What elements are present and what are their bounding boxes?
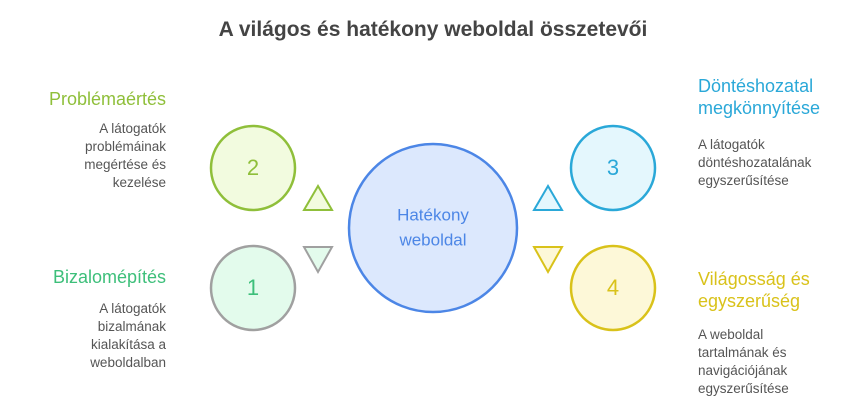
heading-text: Döntéshozatal xyxy=(698,76,814,96)
center-label-line1: Hatékony xyxy=(397,205,469,224)
heading-text: egyszerűség xyxy=(698,291,801,311)
number-4: 4 xyxy=(607,275,619,300)
desc-line: bizalmának xyxy=(97,319,166,334)
heading-text: Bizalomépítés xyxy=(52,267,166,287)
desc-donteshozatal: A látogatók döntéshozatalának egyszerűsíté… xyxy=(698,136,811,190)
triangle-down-icon xyxy=(302,246,334,275)
heading-text: Világosság és xyxy=(698,269,810,289)
desc-line: döntéshozatalának xyxy=(698,155,812,170)
desc-line: tartalmának és xyxy=(698,345,787,360)
heading-bizalomepites: Bizalomépítés xyxy=(53,266,166,288)
triangle-up-icon xyxy=(302,184,334,211)
desc-line: navigációjának xyxy=(698,363,788,378)
desc-line: problémáinak xyxy=(84,139,166,154)
desc-line: kezelése xyxy=(112,175,166,190)
desc-line: A weboldal xyxy=(698,327,764,342)
desc-line: A látogatók xyxy=(698,137,765,152)
desc-line: megértése és xyxy=(84,157,166,172)
desc-line: A látogatók xyxy=(99,121,166,136)
number-3: 3 xyxy=(607,155,619,180)
circle-4 xyxy=(569,244,657,332)
number-1: 1 xyxy=(247,275,259,300)
desc-problemaertes: A látogatók problémáinak megértése és kezel… xyxy=(84,120,166,192)
center-circle xyxy=(347,142,519,314)
heading-text: megkönnyítése xyxy=(698,98,821,118)
number-2: 2 xyxy=(247,155,259,180)
heading-problemaertes: Problémaértés xyxy=(49,88,166,110)
circle-3 xyxy=(569,124,657,212)
desc-line: A látogatók xyxy=(99,301,166,316)
desc-line: egyszerűsítése xyxy=(698,173,789,188)
page-title: A világos és hatékony weboldal összetevő… xyxy=(218,18,648,41)
circle-1 xyxy=(209,244,297,332)
triangle-up-icon xyxy=(532,184,564,211)
center-label-line2: weboldal xyxy=(398,230,466,249)
desc-line: weboldalban xyxy=(90,355,166,370)
desc-vilagossag: A weboldal tartalmának és navigációjának eg… xyxy=(698,326,789,398)
desc-bizalomepites: A látogatók bizalmának kialakítása a webold… xyxy=(90,300,166,372)
desc-line: egyszerűsítése xyxy=(698,381,789,396)
heading-text: Problémaértés xyxy=(48,89,166,109)
circle-2 xyxy=(209,124,297,212)
desc-line: kialakítása a xyxy=(90,337,166,352)
triangle-down-icon xyxy=(532,246,564,275)
